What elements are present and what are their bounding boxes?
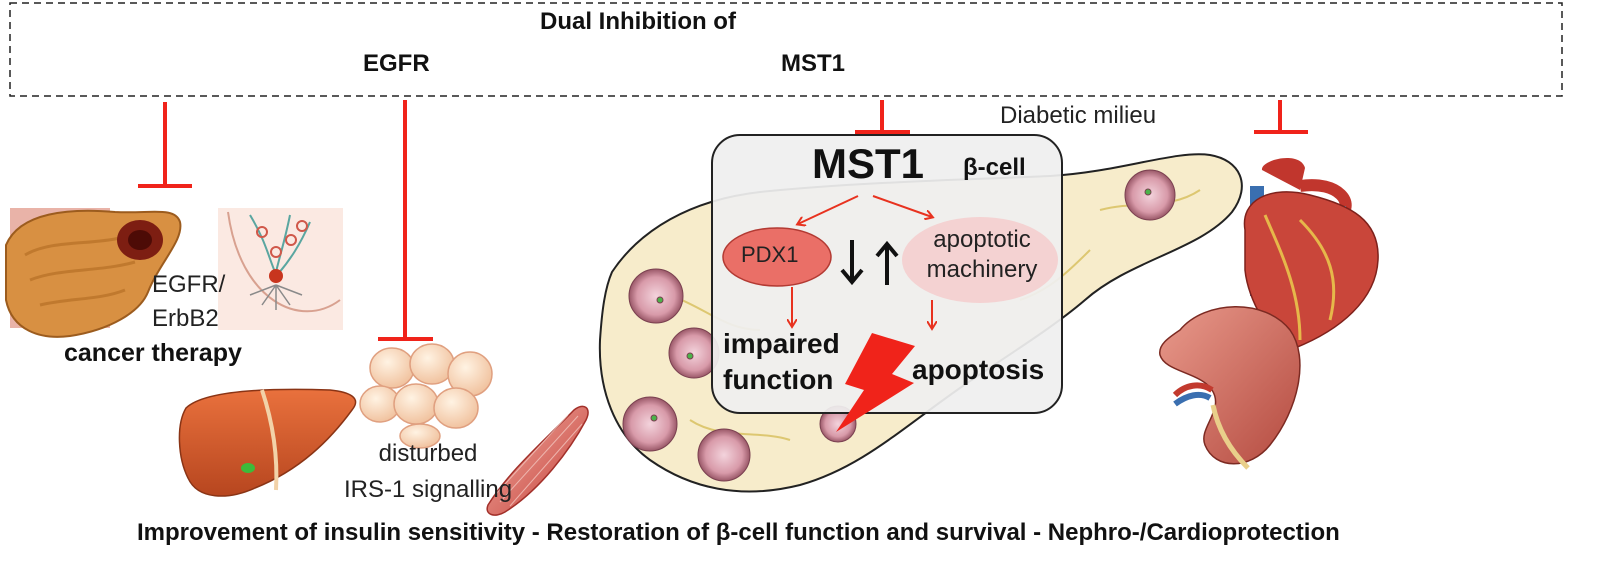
- irs1-signalling-label: IRS-1 signalling: [344, 476, 513, 503]
- pancreas-tumor-icon: [5, 208, 182, 338]
- apoptotic-machinery-label: apoptotic machinery: [926, 226, 1038, 283]
- beta-cell-label: β-cell: [963, 154, 1026, 181]
- header-title: Dual Inhibition of: [540, 8, 736, 35]
- breast-tumor-icon: [218, 208, 343, 330]
- pdx1-label: PDX1: [741, 242, 799, 267]
- impaired-function-label: impaired function: [723, 328, 840, 395]
- header-box: [9, 2, 1563, 97]
- cancer-therapy-label: cancer therapy: [64, 339, 242, 367]
- apoptotic-machinery-node: [902, 217, 1058, 303]
- apoptosis-label: apoptosis: [912, 354, 1045, 385]
- diabetic-milieu-label: Diabetic milieu: [1000, 102, 1157, 129]
- inhibition-bar-cancer: [138, 102, 192, 188]
- heart-icon: [1243, 158, 1379, 349]
- adipocytes-icon: [359, 343, 493, 449]
- inhibition-bar-insulin: [378, 100, 433, 341]
- lightning-icon: [836, 333, 915, 432]
- footer-outcomes: Improvement of insulin sensitivity - Res…: [137, 519, 1340, 546]
- inhibition-bar-beta-cell: [855, 100, 910, 134]
- pdx1-node: [722, 227, 832, 287]
- disturbed-signalling-label: disturbed IRS-1 signalling: [344, 436, 512, 508]
- inhibition-bar-organs: [1254, 100, 1308, 134]
- mst1-kinase-label: MST1: [812, 140, 925, 187]
- mst1-arrows: [792, 195, 932, 328]
- egfr-erbb2-label: EGFR/ ErbB2: [152, 271, 226, 332]
- pdx1-decrease-arrow: [840, 240, 864, 286]
- target-egfr-label: EGFR: [363, 50, 430, 77]
- liver-icon: [178, 388, 357, 497]
- disturbed-label: disturbed: [378, 440, 478, 467]
- islet-icon: [622, 169, 1176, 482]
- muscle-icon: [486, 405, 589, 516]
- apoptosis-increase-arrow: [875, 240, 899, 285]
- target-mst1-label: MST1: [781, 50, 846, 77]
- kidney-icon: [1159, 306, 1301, 470]
